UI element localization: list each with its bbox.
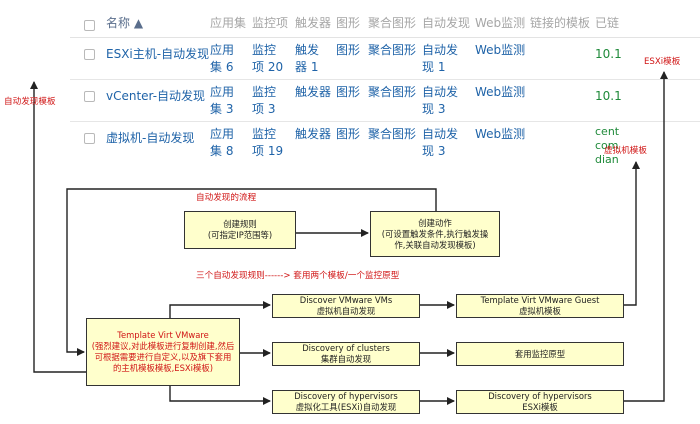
screens-link[interactable]: 聚合图形 [368,127,417,141]
table-row: ESXi主机-自动发现 应用集 6 监控项 20 触发器 1 图形 聚合图形 自… [70,38,700,80]
linked-host-link[interactable]: 10.1 [595,47,622,61]
col-triggers[interactable]: 触发器 [295,16,332,30]
web-link[interactable]: Web监测 [475,43,526,57]
template-table: 名称 ▲ 应用集 监控项 触发器 图形 聚合图形 自动发现 Web监测 链接的模… [70,0,700,168]
col-name[interactable]: 名称 ▲ [106,16,144,30]
discovery-link[interactable]: 自动发现 3 [422,127,459,158]
web-link[interactable]: Web监测 [475,127,526,141]
items-link[interactable]: 监控项 20 [252,43,284,74]
items-link[interactable]: 监控项 3 [252,85,277,116]
linked-host-link[interactable]: 10.1 [595,89,622,103]
col-linked-to[interactable]: 已链 [595,16,620,30]
col-discovery[interactable]: 自动发现 [422,16,471,30]
label-vm-template: 虚拟机模板 [604,146,647,156]
screens-link[interactable]: 聚合图形 [368,43,417,57]
screens-link[interactable]: 聚合图形 [368,85,417,99]
create-action-box: 创建动作(可设置触发条件,执行触发操作,关联自动发现模板) [370,211,500,257]
col-items[interactable]: 监控项 [252,16,289,30]
label-autodiscovery-template: 自动发现模板 [4,97,56,107]
monitor-prototype-box: 套用监控原型 [456,342,624,366]
triggers-link[interactable]: 触发器 1 [295,43,320,74]
apps-link[interactable]: 应用集 8 [210,127,235,158]
table-row: 虚拟机-自动发现 应用集 8 监控项 19 触发器 图形 聚合图形 自动发现 3… [70,122,700,168]
col-graphs[interactable]: 图形 [336,16,361,30]
label-rules-note: 三个自动发现规则------> 套用两个模板/一个监控原型 [196,271,400,281]
select-all-checkbox[interactable] [84,20,95,31]
row-checkbox[interactable] [84,133,95,144]
col-screens[interactable]: 聚合图形 [368,16,417,30]
template-name-link[interactable]: 虚拟机-自动发现 [106,131,195,145]
graphs-link[interactable]: 图形 [336,85,361,99]
triggers-link[interactable]: 触发器 [295,85,332,99]
label-esxi-template: ESXi模板 [644,57,681,67]
create-rule-box: 创建规则(可指定IP范围等) [184,211,296,249]
col-web[interactable]: Web监测 [475,16,526,30]
row-checkbox[interactable] [84,91,95,102]
template-name-link[interactable]: ESXi主机-自动发现 [106,47,210,61]
col-linked[interactable]: 链接的模板 [530,16,591,30]
table-row: vCenter-自动发现 应用集 3 监控项 3 触发器 图形 聚合图形 自动发… [70,80,700,122]
table-header: 名称 ▲ 应用集 监控项 触发器 图形 聚合图形 自动发现 Web监测 链接的模… [70,0,700,38]
web-link[interactable]: Web监测 [475,85,526,99]
triggers-link[interactable]: 触发器 [295,127,332,141]
template-name-link[interactable]: vCenter-自动发现 [106,89,206,103]
discovery-link[interactable]: 自动发现 3 [422,85,459,116]
graphs-link[interactable]: 图形 [336,43,361,57]
discovery-link[interactable]: 自动发现 1 [422,43,459,74]
items-link[interactable]: 监控项 19 [252,127,284,158]
label-flow-title: 自动发现的流程 [196,193,257,203]
row-checkbox[interactable] [84,49,95,60]
graphs-link[interactable]: 图形 [336,127,361,141]
apps-link[interactable]: 应用集 3 [210,85,235,116]
template-virt-vmware-box: Template Virt VMware(强烈建议,对此模板进行复制创建,然后可… [86,318,240,386]
col-apps[interactable]: 应用集 [210,16,247,30]
apps-link[interactable]: 应用集 6 [210,43,235,74]
